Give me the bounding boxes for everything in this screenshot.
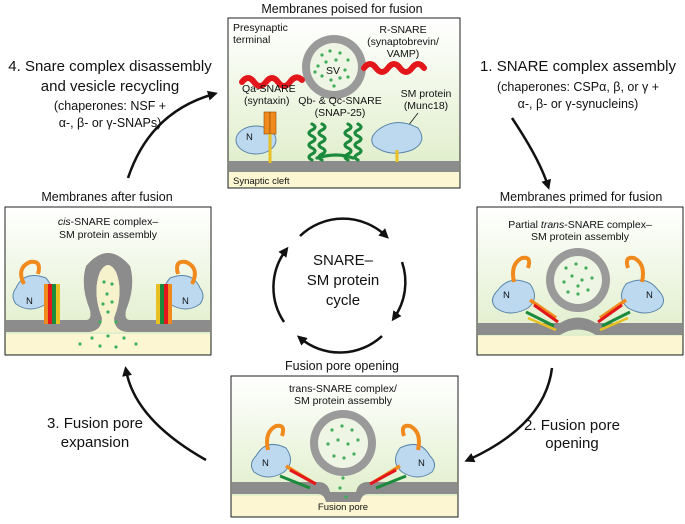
step-4-sub-1: (chaperones: NSF +: [54, 99, 166, 113]
plasma-membrane: [229, 161, 459, 172]
qbc-label-1: Qb- & Qc-SNARE: [298, 95, 381, 107]
arrow-step-4: [126, 90, 218, 179]
fusion-pore-label: Fusion pore: [318, 502, 368, 513]
step-2: 2. Fusion pore opening: [524, 417, 620, 452]
rsnare-label-3: VAMP): [387, 48, 419, 60]
rsnare-label-1: R-SNARE: [379, 24, 426, 36]
step-1-title: 1. SNARE complex assembly: [480, 58, 676, 75]
step-4: 4. Snare complex disassembly and vesicle…: [8, 58, 212, 130]
primed-label-2: SM protein assembly: [531, 231, 630, 243]
panel-title-pore-opening: Fusion pore opening: [285, 359, 399, 373]
svg-text:N: N: [262, 458, 269, 469]
cycle-label-3: cycle: [326, 292, 360, 309]
panel-title-after-fusion: Membranes after fusion: [41, 190, 172, 204]
arrow-step-2: [464, 367, 554, 463]
panel-after-fusion: Membranes after fusion cis-SNARE complex…: [4, 190, 212, 356]
sm-label-2: (Munc18): [404, 100, 448, 112]
qa-label-1: Qa-SNARE: [242, 83, 296, 95]
svg-text:N: N: [646, 290, 653, 301]
qa-label-2: (syntaxin): [244, 95, 290, 107]
step-4-title-2: and vesicle recycling: [41, 78, 179, 95]
qbc-label-2: (SNAP-25): [315, 107, 366, 119]
cleft-area: [232, 496, 457, 516]
svg-text:N: N: [503, 290, 510, 301]
step-3-title-2: expansion: [61, 434, 129, 451]
svg-text:N: N: [26, 296, 33, 307]
fused-membrane: [6, 253, 210, 332]
cleft-label: Synaptic cleft: [233, 176, 290, 187]
svg-text:N: N: [418, 458, 425, 469]
step-1-sub-1: (chaperones: CSPα, β, or γ +: [497, 80, 659, 94]
cycle-arrow-bottom: [296, 335, 383, 354]
pore-opening-label-2: SM protein assembly: [294, 395, 393, 407]
after-fusion-label-2: SM protein assembly: [59, 229, 158, 241]
after-fusion-label-1: cis-SNARE complex–: [58, 216, 159, 228]
n-label-top: N: [246, 132, 253, 143]
cycle-label-1: SNARE–: [313, 252, 374, 269]
r-snare-left: [239, 74, 305, 89]
arrow-step-3: [122, 366, 207, 462]
presynaptic-label-1: Presynaptic: [233, 22, 288, 34]
cycle-arrow-right: [391, 261, 407, 322]
cleft-area: [229, 172, 459, 187]
cycle-arrow-left: [272, 246, 289, 323]
central-cycle: SNARE– SM protein cycle: [272, 217, 407, 354]
cycle-arrow-top: [299, 217, 389, 239]
step-1: 1. SNARE complex assembly (chaperones: C…: [480, 58, 676, 111]
panel-poised: Membranes poised for fusion Synaptic cle…: [227, 2, 461, 189]
cleft-area: [6, 334, 210, 354]
pore-opening-label-1: trans-SNARE complex/: [289, 383, 397, 395]
snap25-helices: [307, 122, 363, 162]
arrow-step-1: [510, 117, 552, 190]
presynaptic-label-2: terminal: [233, 34, 270, 46]
step-4-sub-2: α-, β- or γ-SNAPs): [59, 116, 162, 130]
cis-complex-left: N: [12, 259, 60, 324]
step-3-title-1: 3. Fusion pore: [47, 415, 143, 432]
neurotransmitter-dots: [313, 49, 350, 88]
panel-primed: Membranes primed for fusion Partial tran…: [476, 190, 684, 356]
step-2-title-2: opening: [545, 435, 598, 452]
cycle-label-2: SM protein: [307, 272, 380, 289]
plasma-membrane: [232, 482, 457, 502]
sv-label: SV: [326, 65, 340, 77]
munc18-protein: [371, 122, 423, 154]
cleft-area: [478, 336, 682, 354]
svg-text:N: N: [182, 296, 189, 307]
sm-label-1: SM protein: [401, 88, 452, 100]
sm-protein-left: N: [250, 423, 317, 490]
r-snare-right: [361, 61, 427, 75]
sm-protein-left: N: [492, 255, 559, 332]
plasma-membrane: [478, 317, 682, 335]
step-1-sub-2: α-, β- or γ-synucleins): [518, 97, 639, 111]
step-2-title-1: 2. Fusion pore: [524, 417, 620, 434]
panel-pore-opening: Fusion pore opening trans-SNARE complex/…: [230, 359, 459, 518]
outer-arrows: [122, 90, 554, 463]
sm-protein-right: N: [597, 255, 664, 332]
step-3: 3. Fusion pore expansion: [47, 415, 143, 451]
released-neurotransmitter: [78, 280, 138, 349]
panel-title-poised: Membranes poised for fusion: [261, 2, 422, 16]
sm-protein-right: N: [369, 423, 436, 490]
primed-label-1: Partial trans-SNARE complex–: [508, 219, 652, 231]
step-4-title-1: 4. Snare complex disassembly: [8, 58, 212, 75]
panel-title-primed: Membranes primed for fusion: [500, 190, 663, 204]
rsnare-label-2: (synaptobrevin/: [367, 36, 439, 48]
cis-complex-right: N: [156, 259, 204, 324]
